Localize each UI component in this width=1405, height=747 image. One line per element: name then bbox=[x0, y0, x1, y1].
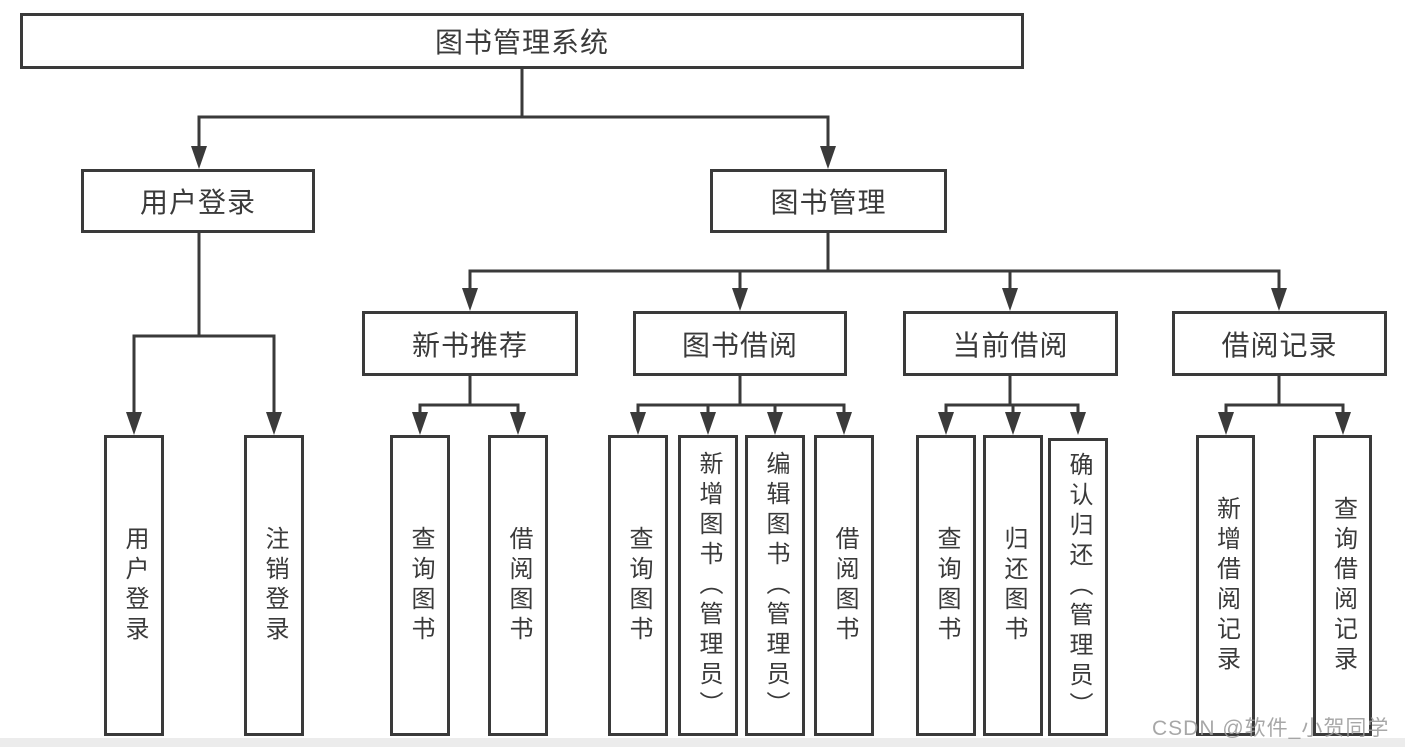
node-book-borrow-label: 图书借阅 bbox=[681, 329, 798, 361]
leaf-edit-book-admin: 编辑图书（管理员） bbox=[745, 435, 805, 736]
leaf-borrow-books-recommend-label: 借阅图书 bbox=[505, 525, 532, 646]
leaf-query-books-current: 查询图书 bbox=[916, 435, 976, 736]
leaf-return-book-label: 归还图书 bbox=[1000, 525, 1027, 646]
leaf-borrow-books-borrow-label: 借阅图书 bbox=[831, 525, 858, 646]
leaf-borrow-books-recommend: 借阅图书 bbox=[488, 435, 548, 736]
leaf-query-borrow-record-label: 查询借阅记录 bbox=[1329, 495, 1357, 676]
leaf-add-borrow-record-label: 新增借阅记录 bbox=[1212, 495, 1240, 676]
leaf-user-login-label: 用户登录 bbox=[121, 525, 148, 646]
leaf-query-books-current-label: 查询图书 bbox=[933, 525, 960, 646]
leaf-borrow-books-borrow: 借阅图书 bbox=[814, 435, 874, 736]
watermark: CSDN @软件_小贺同学 bbox=[1152, 717, 1390, 740]
node-current-borrow-label: 当前借阅 bbox=[952, 329, 1069, 361]
node-book-management-label: 图书管理 bbox=[770, 187, 887, 218]
node-new-book-recommend-label: 新书推荐 bbox=[411, 329, 528, 361]
leaf-return-book: 归还图书 bbox=[983, 435, 1043, 736]
leaf-add-book-admin: 新增图书（管理员） bbox=[678, 435, 738, 736]
node-user-login-label: 用户登录 bbox=[139, 187, 256, 218]
node-root-label: 图书管理系统 bbox=[434, 27, 609, 58]
leaf-confirm-return-admin: 确认归还（管理员） bbox=[1048, 438, 1108, 736]
node-borrow-records: 借阅记录 bbox=[1172, 311, 1387, 376]
node-new-book-recommend: 新书推荐 bbox=[362, 311, 578, 376]
leaf-add-book-admin-label: 新增图书（管理员） bbox=[695, 450, 722, 721]
leaf-confirm-return-admin-label: 确认归还（管理员） bbox=[1065, 452, 1092, 722]
node-book-management: 图书管理 bbox=[710, 169, 947, 233]
arrow-heads bbox=[126, 146, 1351, 435]
node-root-system: 图书管理系统 bbox=[20, 13, 1024, 69]
leaf-logout: 注销登录 bbox=[244, 435, 304, 736]
leaf-query-books-borrow: 查询图书 bbox=[608, 435, 668, 736]
node-book-borrow: 图书借阅 bbox=[633, 311, 847, 376]
node-user-login: 用户登录 bbox=[81, 169, 315, 233]
leaf-query-books-borrow-label: 查询图书 bbox=[625, 525, 652, 646]
leaf-query-borrow-record: 查询借阅记录 bbox=[1313, 435, 1372, 736]
leaf-query-books-recommend: 查询图书 bbox=[390, 435, 450, 736]
node-current-borrow: 当前借阅 bbox=[903, 311, 1118, 376]
leaf-query-books-recommend-label: 查询图书 bbox=[407, 525, 434, 646]
leaf-add-borrow-record: 新增借阅记录 bbox=[1196, 435, 1255, 736]
bottom-edge-strip bbox=[0, 738, 1405, 747]
node-borrow-records-label: 借阅记录 bbox=[1221, 329, 1338, 361]
leaf-logout-label: 注销登录 bbox=[261, 525, 288, 646]
leaf-edit-book-admin-label: 编辑图书（管理员） bbox=[762, 450, 789, 721]
leaf-user-login: 用户登录 bbox=[104, 435, 164, 736]
